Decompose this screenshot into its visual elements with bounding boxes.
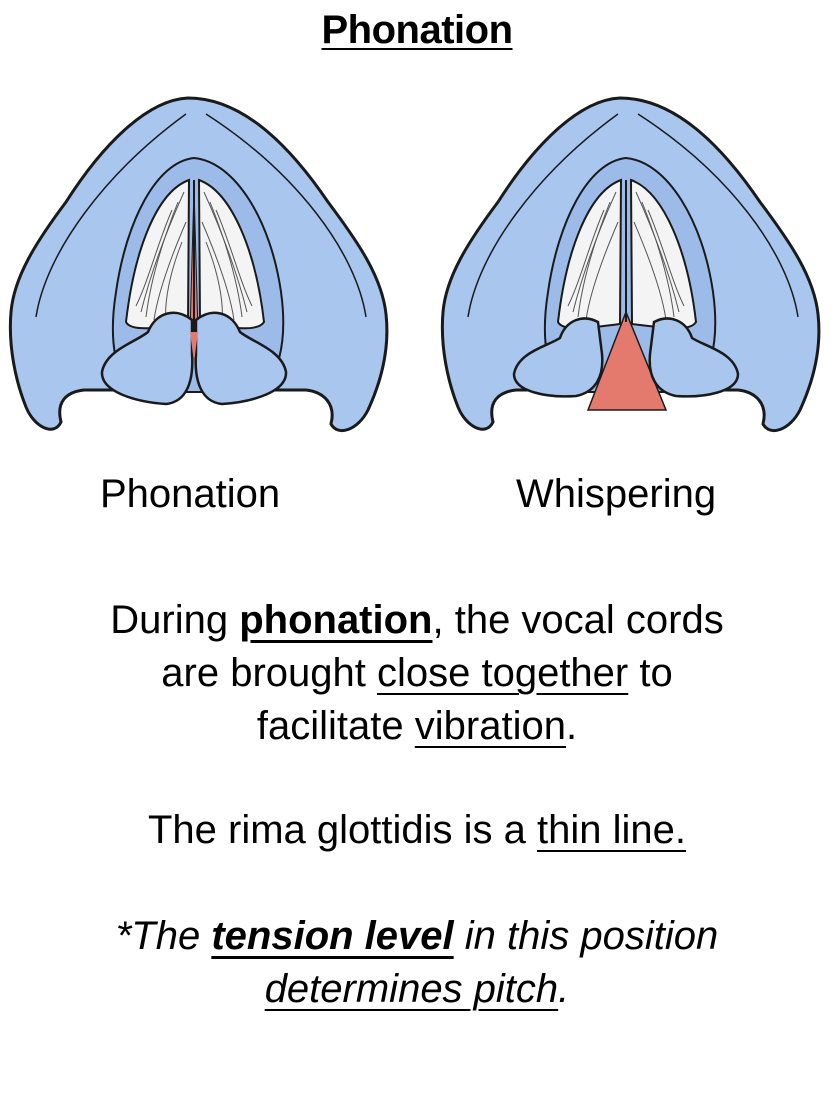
paragraph-rima-glottidis: The rima glottidis is a thin line. bbox=[0, 804, 834, 857]
emphasis-phonation: phonation bbox=[239, 598, 433, 642]
text-segment: *The bbox=[115, 914, 212, 958]
caption-phonation: Phonation bbox=[100, 472, 281, 516]
text-segment: . bbox=[558, 967, 570, 1011]
larynx-illustration-whispering bbox=[438, 92, 828, 452]
text-segment: are brought bbox=[161, 651, 377, 695]
emphasis-tension-level: tension level bbox=[211, 914, 454, 958]
caption-whispering: Whispering bbox=[516, 472, 717, 516]
paragraph-phonation: During phonation, the vocal cords are br… bbox=[0, 594, 834, 753]
text-segment: in this position bbox=[453, 914, 719, 958]
rima-glottidis bbox=[586, 309, 668, 411]
emphasis-vibration: vibration bbox=[414, 704, 566, 748]
text-segment: . bbox=[565, 704, 578, 748]
paragraph-tension-note: *The tension level in this position dete… bbox=[0, 910, 834, 1016]
text-segment: During bbox=[110, 598, 240, 642]
text-segment: facilitate bbox=[256, 704, 415, 748]
arytenoid-left bbox=[512, 317, 604, 398]
emphasis-thin-line: thin line. bbox=[537, 808, 686, 852]
text-segment: to bbox=[628, 651, 673, 695]
arytenoid-left bbox=[100, 311, 194, 406]
text-segment: , the vocal cords bbox=[432, 598, 724, 642]
text-segment: The rima glottidis is a bbox=[147, 808, 538, 852]
emphasis-close-together: close together bbox=[376, 651, 629, 695]
emphasis-determines-pitch: determines pitch bbox=[264, 967, 559, 1011]
larynx-illustration-phonation bbox=[6, 92, 396, 452]
arytenoid-right bbox=[194, 311, 288, 406]
page-title: Phonation bbox=[321, 8, 513, 52]
arytenoid-right bbox=[648, 317, 740, 398]
